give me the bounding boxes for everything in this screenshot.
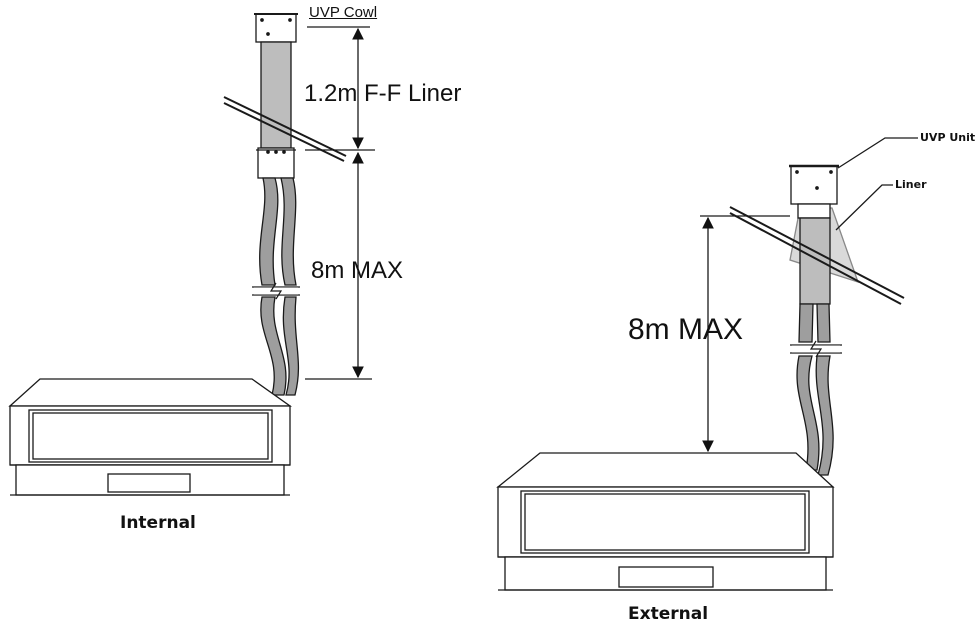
external-installation bbox=[496, 137, 918, 591]
external-heater-unit bbox=[496, 452, 835, 591]
roof-line bbox=[223, 96, 347, 162]
external-max-label: 8m MAX bbox=[628, 313, 744, 346]
uvp-cowl-icon bbox=[254, 13, 298, 43]
uvp-unit-icon bbox=[789, 164, 839, 219]
leader-lines bbox=[835, 137, 918, 231]
internal-caption: Internal bbox=[120, 513, 196, 533]
adapter-box bbox=[256, 147, 296, 179]
internal-heater-unit bbox=[8, 378, 293, 496]
liner-length-label: 1.2m F-F Liner bbox=[304, 80, 462, 107]
external-roof-line bbox=[729, 206, 905, 305]
uvp-cowl-label: UVP Cowl bbox=[309, 4, 378, 21]
external-caption: External bbox=[628, 604, 709, 624]
external-hose-pair bbox=[796, 303, 834, 476]
external-liner bbox=[799, 217, 831, 305]
internal-max-label: 8m MAX bbox=[311, 257, 404, 284]
liner-label: Liner bbox=[895, 178, 927, 191]
external-break-symbol bbox=[790, 340, 842, 358]
liner-tube bbox=[260, 41, 292, 149]
hose-pair bbox=[259, 177, 300, 396]
external-dimension-lines bbox=[700, 215, 790, 453]
uvp-unit-label: UVP Unit bbox=[920, 131, 976, 144]
internal-dimension-lines bbox=[305, 26, 375, 380]
internal-installation bbox=[8, 13, 375, 496]
break-symbol bbox=[252, 282, 300, 300]
